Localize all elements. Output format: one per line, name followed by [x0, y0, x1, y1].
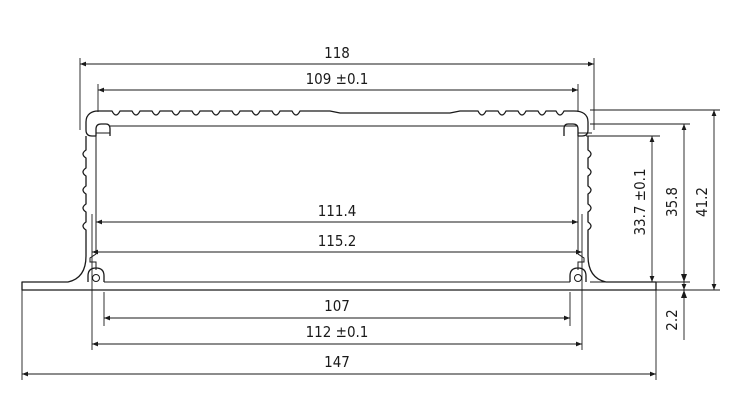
dimension-slot-spacing: 107	[104, 297, 570, 321]
label-total-height: 41.2	[693, 187, 711, 217]
right-wall-inner	[577, 136, 585, 270]
left-top-hook	[85, 122, 111, 137]
right-bottom-slot	[569, 267, 587, 282]
label-mid-width: 115.2	[318, 232, 357, 250]
enclosure-profile	[21, 110, 657, 291]
dimension-flange-thickness: 2.2	[663, 270, 687, 340]
left-wall-outer	[21, 136, 87, 291]
right-wall-outer	[587, 136, 657, 291]
top-plate-outer	[85, 110, 589, 123]
right-slot-hole	[574, 274, 582, 282]
left-slot-hole	[92, 274, 100, 282]
label-inner-width: 111.4	[318, 202, 357, 220]
dimension-mid-width: 115.2	[92, 232, 582, 255]
dimension-total-height: 41.2	[693, 110, 717, 290]
label-overall-top-width: 118	[324, 44, 350, 62]
right-top-hook	[563, 122, 589, 137]
dimension-slot-outer: 112 ±0.1	[92, 323, 582, 347]
extension-lines	[21, 58, 720, 380]
label-slot-outer: 112 ±0.1	[306, 323, 369, 341]
dimension-inner-top-width: 109 ±0.1	[98, 70, 578, 93]
left-wall-inner	[89, 136, 97, 270]
left-bottom-slot	[87, 267, 105, 282]
label-slot-spacing: 107	[324, 297, 350, 315]
label-body-height: 35.8	[663, 187, 681, 217]
dimension-body-height: 35.8	[663, 124, 687, 290]
dimension-flange-width: 147	[22, 353, 656, 377]
label-inner-top-width: 109 ±0.1	[306, 70, 369, 88]
dimension-inner-height: 33.7 ±0.1	[631, 136, 655, 282]
label-inner-height: 33.7 ±0.1	[631, 168, 649, 235]
dimension-inner-width: 111.4	[96, 202, 578, 225]
label-flange-thickness: 2.2	[663, 309, 681, 330]
dimension-overall-top-width: 118	[80, 44, 594, 67]
label-flange-width: 147	[324, 353, 350, 371]
